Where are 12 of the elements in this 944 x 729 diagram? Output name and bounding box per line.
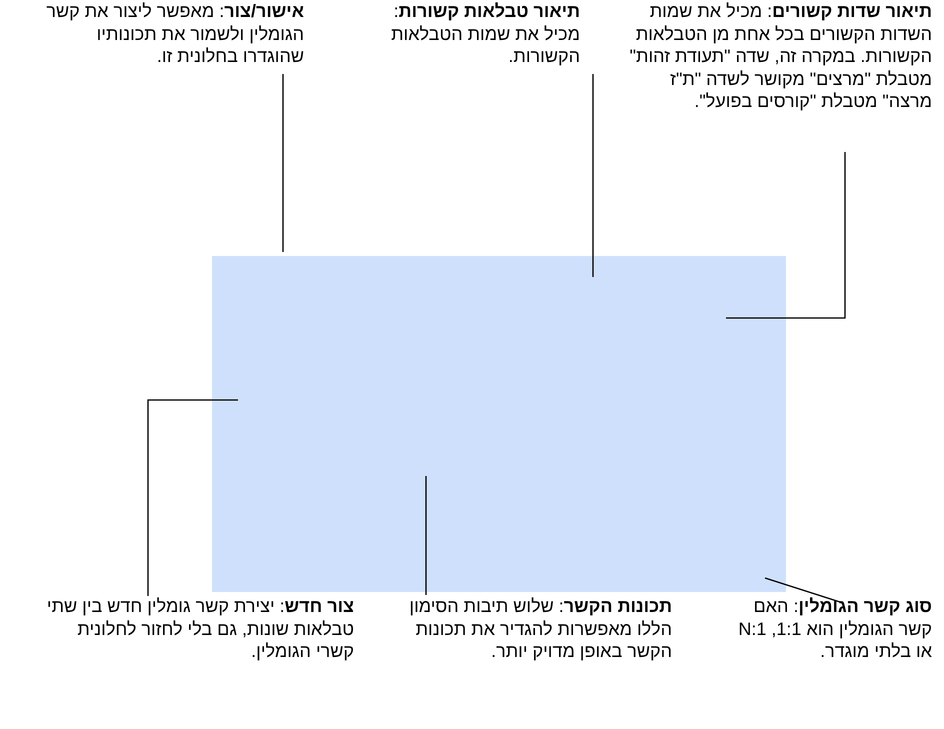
- leader-line: [425, 476, 427, 595]
- callout-text: תיאור שדות קשורים: מכיל את שמות השדות הקשורים בכל אחת מן הטבלאות הקשורות. במקרה זה, שדה "תעודת זהות" מטבלת "מרצים" מקושר לשדה "ת"ז מרצה" מטבלת "קורסים בפועל".: [628, 0, 932, 112]
- leader-line: [147, 399, 238, 596]
- leader-line: [726, 152, 846, 319]
- leader-line: [282, 74, 284, 252]
- callout-text: אישור/צור: מאפשר ליצור את קשר הגומלין ולשמור את תכונותיו שהוגדרו בחלונית זו.: [38, 0, 304, 68]
- leader-line: [764, 577, 840, 603]
- leader-line: [592, 74, 594, 277]
- callout-text: תכונות הקשר: שלוש תיבות הסימון הללו מאפשרות להגדיר את תכונות הקשר באופן מדויק יותר.: [404, 595, 672, 662]
- callout-text: תיאור טבלאות קשורות: מכיל את שמות הטבלאות הקשורות.: [354, 0, 580, 68]
- callout-text: צור חדש: יצירת קשר גומלין חדש בין שתי טבלאות שונות, גם בלי לחזור לחלונית קשרי הגומלין.: [38, 595, 354, 662]
- callout-text: סוג קשר הגומלין: האם קשר הגומלין הוא 1:1, 1:N או בלתי מוגדר.: [718, 595, 932, 662]
